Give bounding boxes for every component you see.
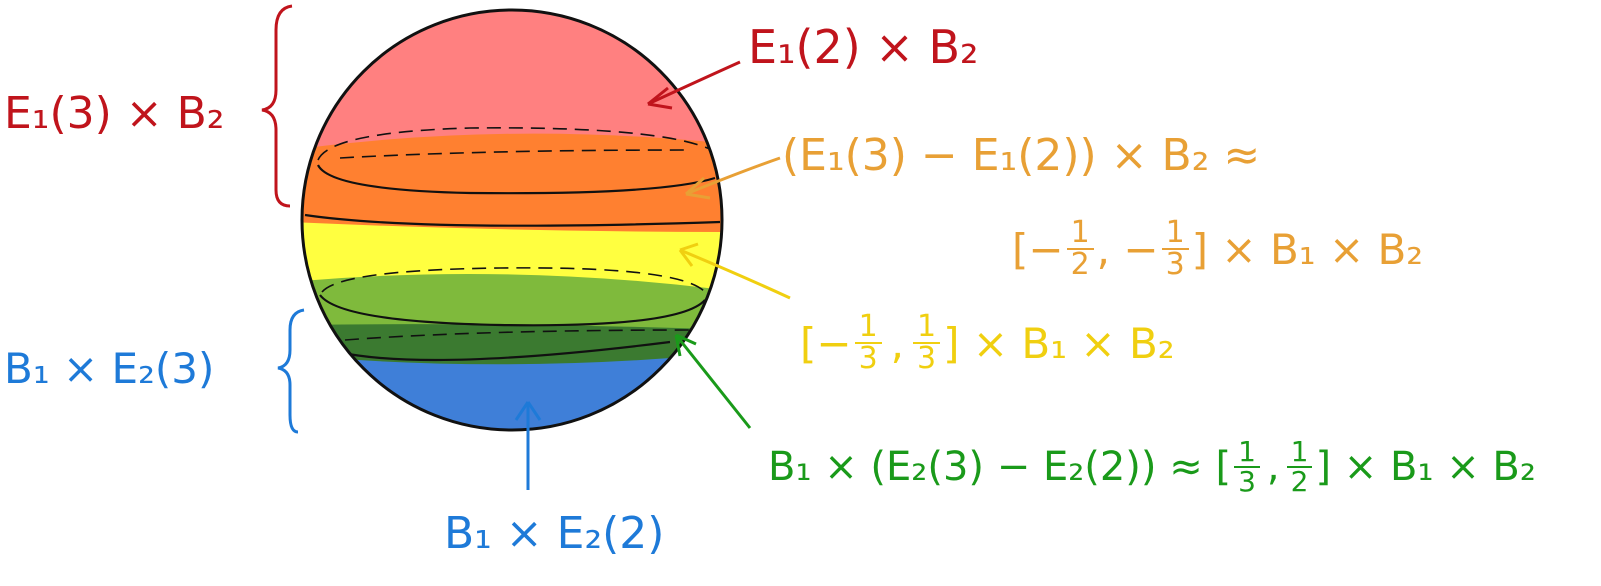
green-frac1: 1 3 bbox=[1234, 438, 1260, 496]
band-blue bbox=[302, 352, 722, 430]
label-orange-line2: [− 1 2 , − 1 3 ] × B₁ × B₂ bbox=[1012, 218, 1423, 280]
yellow-close: ] × B₁ × B₂ bbox=[943, 318, 1175, 368]
yellow-frac2-den: 3 bbox=[917, 341, 937, 376]
label-red-brace: E₁(3) × B₂ bbox=[4, 88, 225, 139]
label-blue-arrow: B₁ × E₂(2) bbox=[444, 508, 665, 559]
label-red-arrow: E₁(2) × B₂ bbox=[748, 20, 979, 74]
orange-frac2: 1 3 bbox=[1161, 218, 1189, 282]
yellow-comma: , bbox=[890, 318, 905, 368]
sphere-bands bbox=[302, 10, 722, 430]
label-green: B₁ × (E₂(3) − E₂(2)) ≈ [ 1 3 , 1 2 ] × B… bbox=[768, 438, 1536, 496]
green-frac2-den: 2 bbox=[1290, 465, 1309, 498]
orange-frac2-num: 1 bbox=[1161, 218, 1189, 250]
green-frac1-num: 1 bbox=[1234, 438, 1260, 468]
green-frac2: 1 2 bbox=[1286, 438, 1313, 498]
green-close: ] × B₁ × B₂ bbox=[1315, 444, 1536, 490]
yellow-frac1-den: 3 bbox=[858, 341, 878, 376]
green-frac1-den: 3 bbox=[1238, 465, 1256, 498]
yellow-frac1: 1 3 bbox=[854, 312, 882, 376]
band-darkgreen bbox=[302, 324, 722, 368]
orange-frac2-den: 3 bbox=[1165, 247, 1185, 282]
green-main: B₁ × (E₂(3) − E₂(2)) ≈ [ bbox=[768, 444, 1232, 490]
orange-arrow bbox=[685, 156, 781, 200]
orange-open: [− bbox=[1012, 224, 1064, 274]
blue-brace bbox=[277, 308, 305, 434]
yellow-arrow bbox=[678, 242, 791, 300]
yellow-frac2: 1 3 bbox=[913, 312, 941, 376]
label-yellow: [− 1 3 , 1 3 ] × B₁ × B₂ bbox=[800, 312, 1175, 374]
orange-comma: , − bbox=[1096, 224, 1159, 274]
red-brace bbox=[261, 4, 293, 208]
blue-arrow bbox=[514, 401, 542, 490]
sphere-outline bbox=[300, 8, 724, 432]
green-frac2-num: 1 bbox=[1286, 438, 1313, 468]
yellow-frac2-num: 1 bbox=[913, 312, 941, 344]
label-blue-brace: B₁ × E₂(3) bbox=[4, 344, 215, 393]
red-arrow bbox=[647, 60, 741, 110]
green-comma: , bbox=[1266, 444, 1280, 490]
green-arrow bbox=[674, 333, 752, 429]
yellow-frac1-num: 1 bbox=[854, 312, 882, 344]
label-orange-line1: (E₁(3) − E₁(2)) × B₂ ≈ bbox=[782, 130, 1261, 181]
orange-frac1: 1 2 bbox=[1066, 218, 1094, 282]
orange-close: ] × B₁ × B₂ bbox=[1191, 224, 1424, 274]
orange-frac1-den: 2 bbox=[1070, 247, 1090, 282]
band-orange bbox=[302, 133, 722, 235]
yellow-open: [− bbox=[800, 318, 852, 368]
orange-frac1-num: 1 bbox=[1066, 218, 1094, 250]
